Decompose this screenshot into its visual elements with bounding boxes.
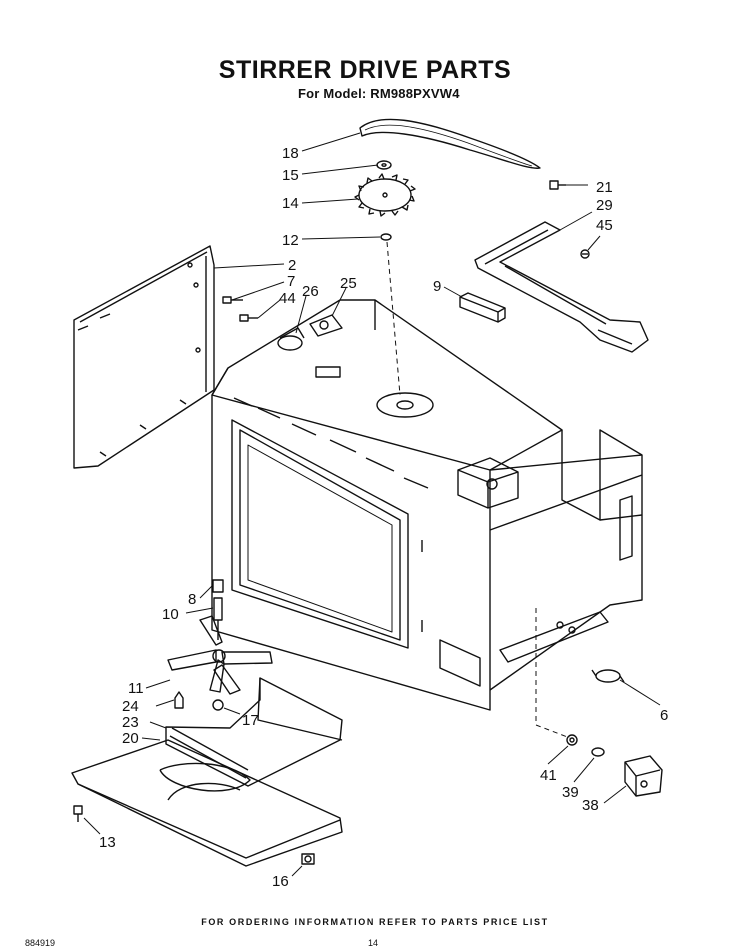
- callout-15: 15: [282, 167, 299, 184]
- stirrer-washer: [376, 160, 392, 170]
- side-panel: [73, 245, 215, 469]
- callout-12: 12: [282, 232, 299, 249]
- ordering-note: FOR ORDERING INFORMATION REFER TO PARTS …: [201, 917, 549, 927]
- page-number: 14: [368, 938, 379, 948]
- callout-8: 8: [188, 591, 196, 608]
- drive-belt: [359, 118, 541, 169]
- callout-39: 39: [562, 784, 579, 801]
- callout-38: 38: [582, 797, 599, 814]
- callout-11: 11: [128, 680, 144, 697]
- callout-18: 18: [282, 145, 299, 162]
- shaft-10: [213, 597, 223, 640]
- callout-44: 44: [279, 290, 296, 307]
- callout-21: 21: [596, 179, 613, 196]
- screw-13: [73, 805, 83, 822]
- callout-24: 24: [122, 698, 139, 715]
- callout-2: 2: [288, 257, 296, 274]
- waveguide-cover-bracket: [474, 221, 649, 353]
- callout-14: 14: [282, 195, 299, 212]
- callout-45: 45: [596, 217, 613, 234]
- callout-29: 29: [596, 197, 613, 214]
- stirrer-shaft-washer: [380, 233, 392, 241]
- nut-41: [566, 734, 578, 746]
- screw-45: [580, 249, 590, 259]
- stirrer-motor: [277, 327, 305, 351]
- air-duct: [165, 677, 343, 787]
- stirrer-pulley: [354, 173, 416, 217]
- page-title-block: STIRRER DRIVE PARTS: [0, 56, 750, 85]
- callout-labels: 18 15 14 12 2 7 44 26 25 9 21 29 45 8 10…: [99, 145, 668, 890]
- callout-6: 6: [660, 707, 668, 724]
- base-plate: [71, 739, 343, 867]
- pin-24: [174, 691, 184, 709]
- part-9-bracket: [459, 292, 506, 323]
- callout-41: 41: [540, 767, 557, 784]
- stirrer-fan-blade: [167, 615, 273, 695]
- callout-17: 17: [242, 712, 259, 729]
- oven-cavity-cabinet: [211, 299, 643, 711]
- page-title: STIRRER DRIVE PARTS: [218, 56, 512, 84]
- coupler-8: [212, 579, 224, 593]
- model-subtitle: For Model: RM988PXVW4: [298, 86, 460, 101]
- screw-44: [239, 314, 258, 322]
- motor-mount-bracket: [309, 314, 343, 337]
- callout-9: 9: [433, 278, 441, 295]
- washer-39: [591, 747, 605, 757]
- switch-38: [624, 755, 663, 797]
- document-number: 884919: [25, 938, 56, 948]
- callout-26: 26: [302, 283, 319, 300]
- screw-21: [549, 180, 566, 190]
- callout-25: 25: [340, 275, 357, 292]
- nut-17: [212, 699, 224, 711]
- fastener-16: [301, 853, 315, 865]
- callout-23: 23: [122, 714, 139, 731]
- callout-13: 13: [99, 834, 116, 851]
- callout-7: 7: [287, 273, 295, 290]
- callout-16: 16: [272, 873, 289, 890]
- thermal-cutout: [591, 669, 625, 683]
- callout-20: 20: [122, 730, 139, 747]
- callout-10: 10: [162, 606, 179, 623]
